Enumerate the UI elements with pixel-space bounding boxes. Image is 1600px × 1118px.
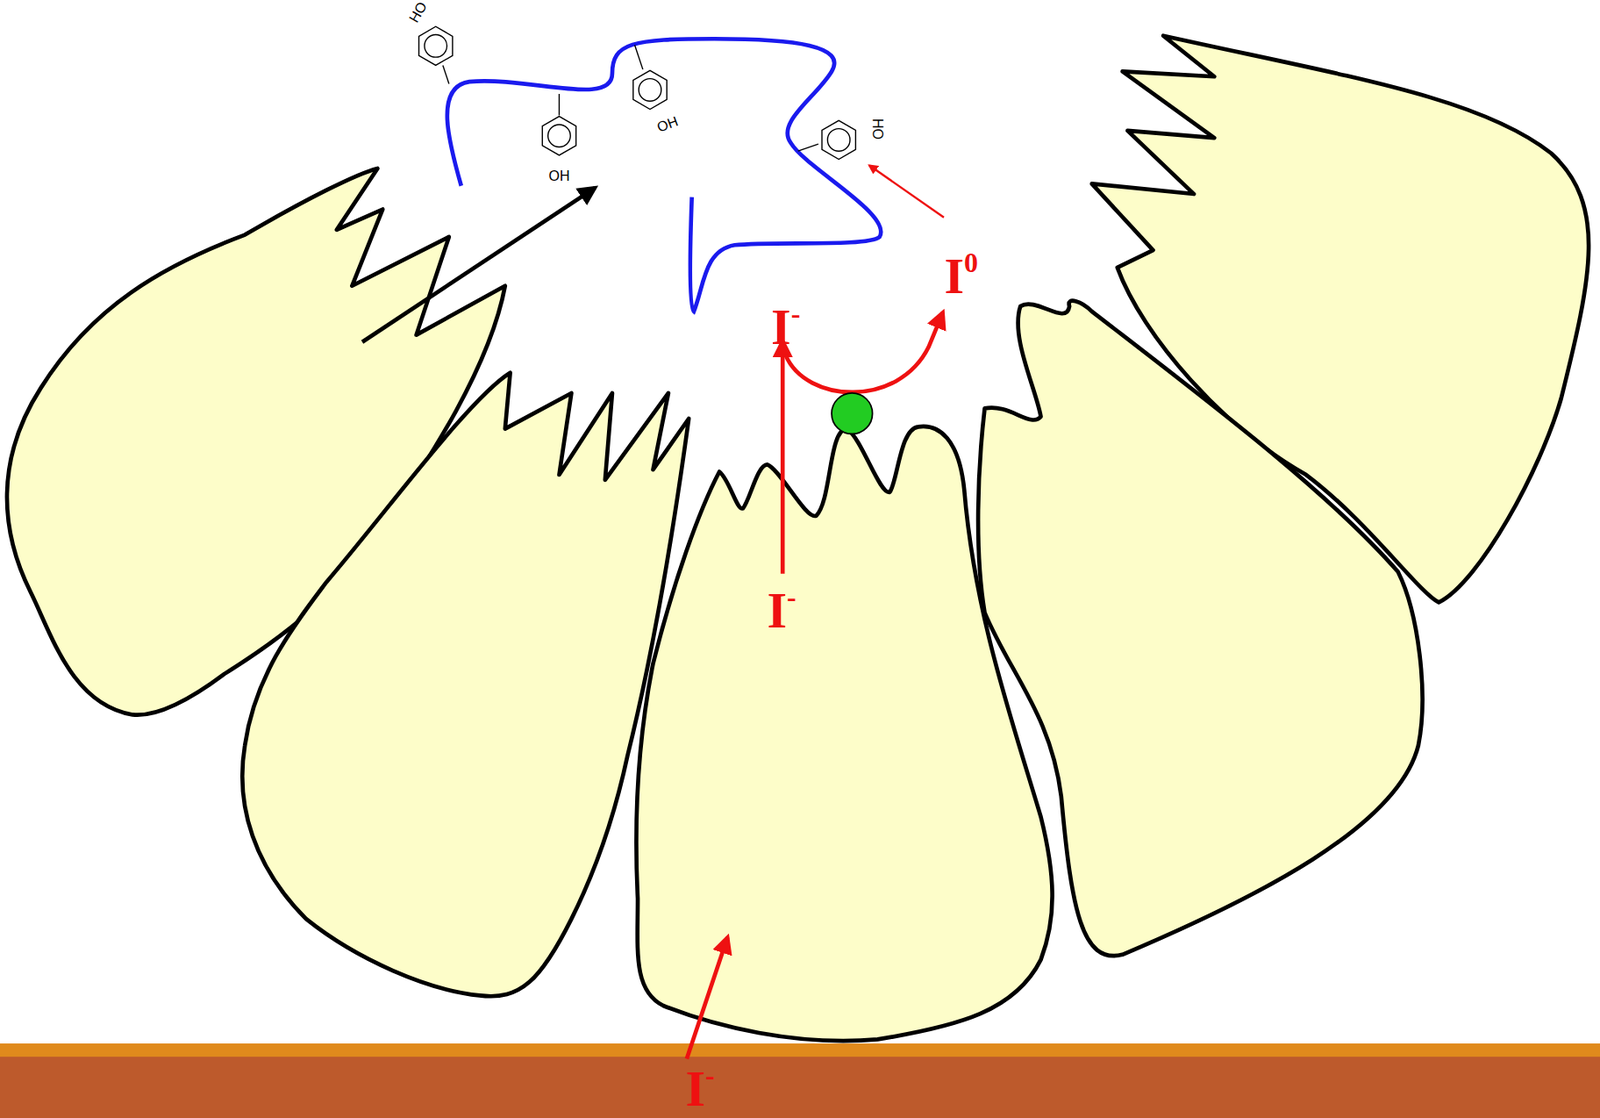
iodine-arrow [869, 164, 944, 217]
electrode-surface [0, 1042, 1600, 1058]
phenyl-ring [633, 70, 667, 109]
oxidation-arrow [785, 312, 943, 393]
aromatic-circle [827, 128, 850, 152]
polymer-chain [447, 38, 881, 312]
hydroxyl-group: HO [870, 118, 885, 140]
iodide-label: I- [771, 300, 800, 353]
iodide-arrow [686, 936, 729, 1058]
catalyst-site [831, 392, 873, 435]
phenyl-ring [419, 26, 453, 65]
bond [798, 143, 819, 151]
iodide-arrow [780, 341, 786, 574]
hydroxyl-group: OH [548, 169, 570, 184]
phenyl-ring [821, 120, 856, 159]
phenyl-ring [542, 116, 576, 156]
particle [242, 372, 689, 997]
iodine-label: I0 [944, 249, 979, 302]
aromatic-circle [548, 124, 572, 148]
electrode [0, 1056, 1600, 1118]
aromatic-circle [424, 35, 448, 58]
hydroxyl-group: OH [655, 114, 680, 135]
bond [558, 93, 560, 115]
bond [442, 64, 450, 84]
diffusion-arrow [362, 187, 595, 343]
iodide-label: I- [766, 583, 796, 636]
hydroxyl-group: HO [407, 0, 430, 25]
aromatic-circle [638, 78, 662, 102]
particle [635, 426, 1052, 1041]
iodide-label: I- [685, 1061, 715, 1115]
bond [635, 44, 643, 70]
